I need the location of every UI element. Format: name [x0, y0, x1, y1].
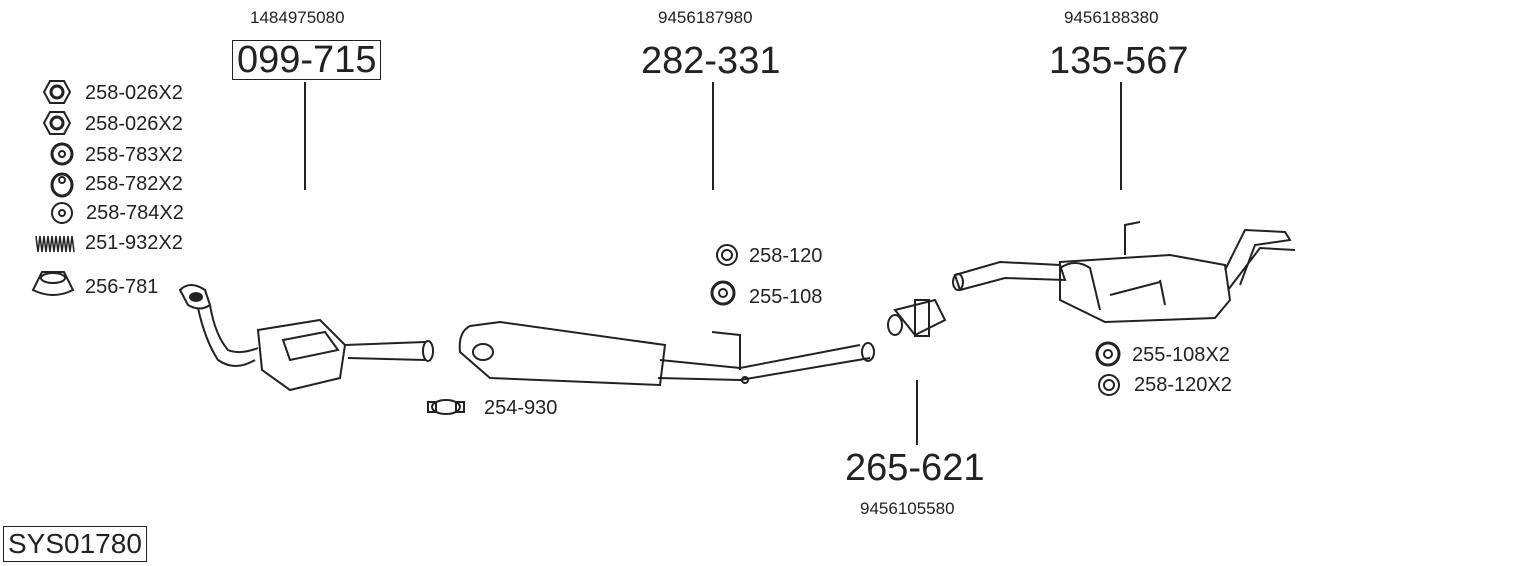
part-number-099-715[interactable]: 099-715 — [232, 40, 382, 80]
accessory-label[interactable]: 258-782X2 — [85, 173, 183, 195]
rear-silencer-drawing — [952, 221, 1296, 324]
part-number-282-331[interactable]: 282-331 — [641, 40, 781, 82]
washer-icon — [50, 142, 74, 166]
oem-number: 1484975080 — [250, 8, 345, 27]
bushing-icon — [50, 172, 74, 198]
middle-silencer-drawing — [458, 320, 875, 387]
part-number-135-567[interactable]: 135-567 — [1049, 40, 1189, 82]
accessory-label[interactable]: 254-930 — [484, 397, 558, 419]
rubber-mount-icon — [710, 280, 736, 306]
accessory-label[interactable]: 258-026X2 — [85, 113, 183, 135]
oem-number: 9456187980 — [658, 8, 753, 27]
spring-icon — [35, 235, 75, 253]
connector-pipe-drawing — [887, 298, 947, 337]
ring-icon — [716, 244, 738, 266]
ring-icon — [51, 202, 73, 224]
oem-number: 9456105580 — [860, 499, 955, 518]
accessory-label[interactable]: 256-781 — [85, 276, 159, 298]
accessory-label[interactable]: 258-120X2 — [1134, 374, 1232, 396]
accessory-label[interactable]: 258-120 — [749, 245, 823, 267]
clamp-icon — [427, 399, 465, 415]
gasket-ring-icon — [31, 271, 75, 296]
oem-number: 9456188380 — [1064, 8, 1159, 27]
accessory-label[interactable]: 258-784X2 — [86, 202, 184, 224]
accessory-label[interactable]: 251-932X2 — [85, 232, 183, 254]
ring-icon — [1098, 374, 1120, 396]
accessory-label[interactable]: 258-783X2 — [85, 144, 183, 166]
accessory-label[interactable]: 258-026X2 — [85, 82, 183, 104]
hex-nut-icon — [42, 80, 72, 104]
hex-nut-icon — [42, 111, 72, 135]
accessory-label[interactable]: 255-108X2 — [1132, 344, 1230, 366]
rubber-mount-icon — [1095, 341, 1121, 367]
catalytic-converter-drawing — [178, 284, 434, 392]
part-number-265-621[interactable]: 265-621 — [845, 447, 985, 489]
system-code: SYS01780 — [3, 526, 147, 562]
accessory-label[interactable]: 255-108 — [749, 286, 823, 308]
